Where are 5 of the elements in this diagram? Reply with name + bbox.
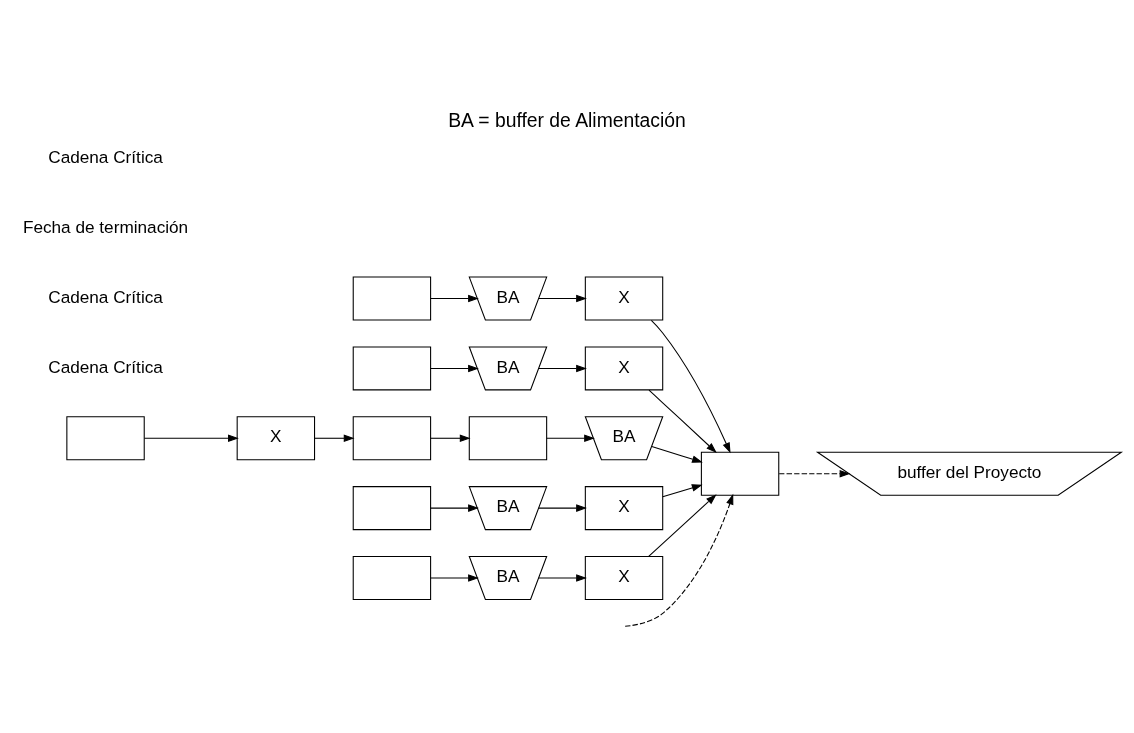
label: Cadena Crítica bbox=[48, 146, 163, 167]
label: Cadena Crítica bbox=[48, 356, 163, 376]
diagram-title: BA = buffer de Alimentación bbox=[448, 108, 686, 131]
label: Cadena Crítica bbox=[48, 286, 163, 307]
label: Fecha de terminación bbox=[22, 216, 189, 237]
